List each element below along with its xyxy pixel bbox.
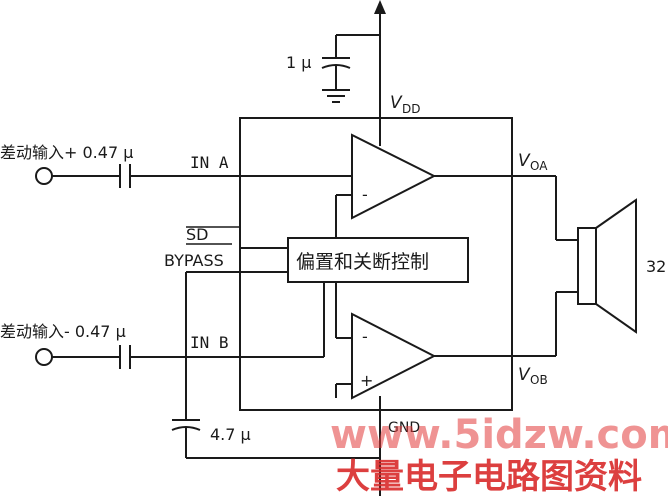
voa-label: V OA	[518, 151, 548, 173]
sd-pin	[186, 226, 288, 249]
output-wiring	[512, 175, 578, 357]
bias-shutdown-block: 偏置和关断控制	[287, 237, 469, 283]
bypass-label: BYPASS	[164, 251, 224, 270]
input-b	[35, 345, 240, 369]
ic-outline	[239, 117, 513, 411]
input-a	[35, 164, 240, 188]
svg-text:OB: OB	[530, 373, 548, 387]
svg-text:-: -	[362, 327, 368, 346]
bypass-capacitor	[171, 410, 381, 496]
sd-label: SD	[186, 225, 208, 244]
vdd-label: V DD	[390, 93, 420, 116]
in-b-label: IN B	[190, 333, 229, 352]
gnd-label: GND	[388, 420, 420, 436]
svg-text:V: V	[518, 151, 531, 171]
amplifier-b: - +	[351, 312, 437, 400]
vdd-supply	[374, 0, 386, 118]
watermark-cn: 大量电子电路图资料	[336, 457, 642, 496]
cap-vdd-label: 1 μ	[286, 53, 311, 72]
svg-text:-: -	[362, 185, 368, 204]
input-minus-label: 差动输入- 0.47 μ	[0, 322, 126, 341]
vdd-decoupling-capacitor	[321, 34, 380, 103]
bypass-pin	[185, 271, 288, 420]
speaker-impedance: 32	[646, 257, 666, 276]
watermark-url: www.5idzw.com	[330, 412, 668, 458]
svg-text:DD: DD	[402, 102, 420, 116]
amp-b-wiring	[240, 282, 512, 410]
svg-text:偏置和关断控制: 偏置和关断控制	[296, 251, 429, 273]
vob-label: V OB	[518, 365, 548, 387]
speaker-icon	[577, 198, 637, 334]
svg-text:V: V	[518, 365, 531, 385]
cap-bypass-label: 4.7 μ	[210, 425, 251, 444]
svg-text:V: V	[390, 93, 403, 113]
svg-text:+: +	[360, 371, 373, 390]
amplifier-a: -	[351, 133, 437, 220]
svg-text:OA: OA	[530, 159, 548, 173]
in-a-label: IN A	[190, 153, 229, 172]
input-plus-label: 差动输入+ 0.47 μ	[0, 143, 133, 162]
amp-a-wiring	[240, 118, 512, 238]
